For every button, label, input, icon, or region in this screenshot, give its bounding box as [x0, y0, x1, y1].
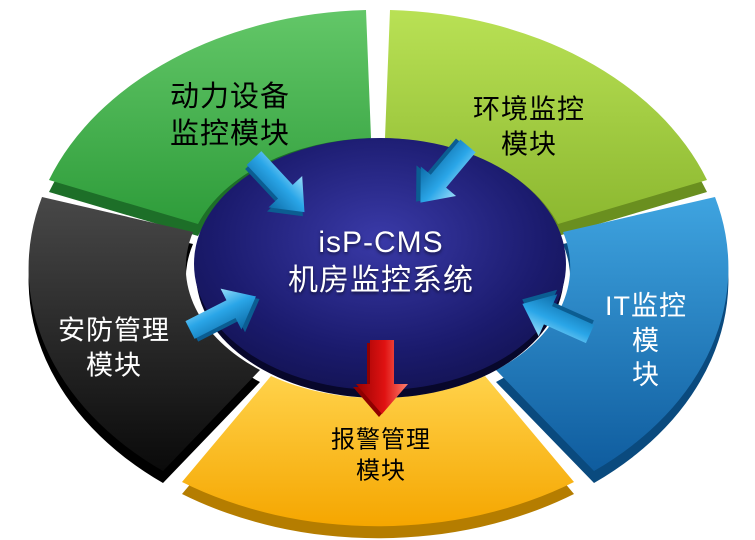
it-segment	[496, 197, 729, 471]
environment-segment	[385, 10, 707, 224]
power-segment	[49, 10, 371, 224]
alarm-segment	[182, 376, 574, 527]
security-segment	[28, 197, 260, 471]
